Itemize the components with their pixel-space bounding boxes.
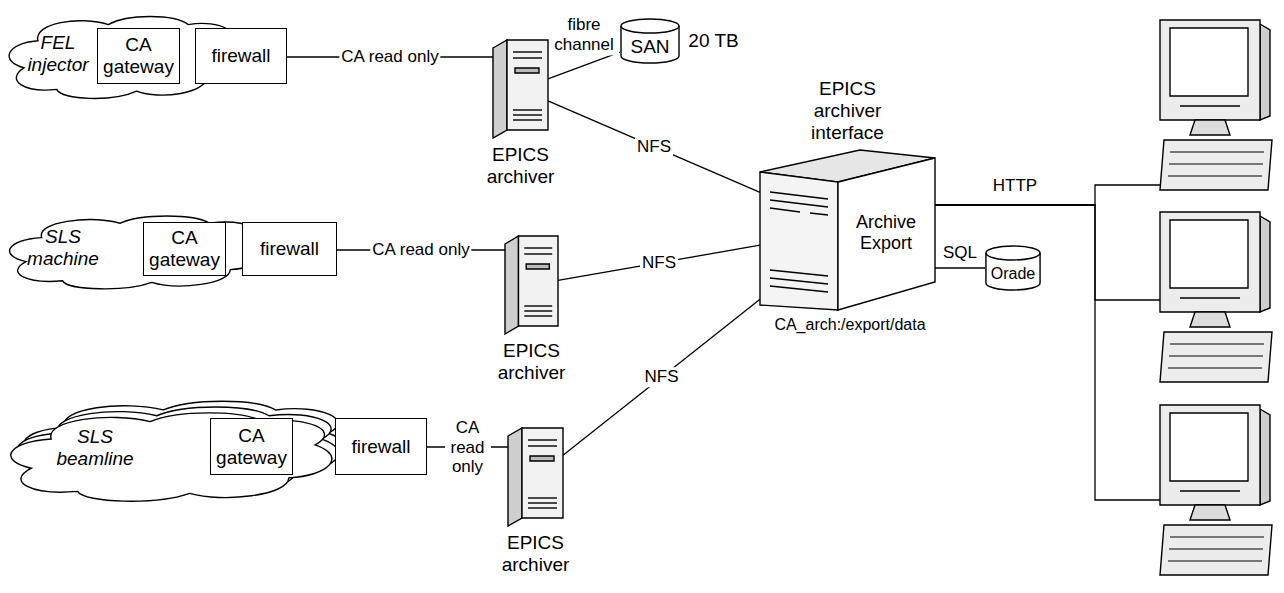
node-label: CA_arch:/export/data xyxy=(755,316,945,334)
connector-line xyxy=(563,299,760,455)
node-label: firewall xyxy=(340,436,422,458)
network-cloud: SLS beamline CA gateway xyxy=(5,408,335,505)
firewall-box: firewall xyxy=(242,222,337,276)
node-label: EPICS archiver interface xyxy=(785,78,910,144)
workstation-icon xyxy=(1160,212,1272,387)
node-label: Orade xyxy=(991,265,1035,283)
gateway-box: CA gateway xyxy=(210,418,293,475)
node-label: SLS machine xyxy=(23,226,103,270)
edge-label: NFS xyxy=(640,253,678,273)
node-label: CA gateway xyxy=(215,425,288,469)
edge-label: NFS xyxy=(635,137,673,157)
network-cloud: SLS machine CA gateway xyxy=(5,212,267,292)
workstation-icon-shape xyxy=(1160,212,1272,387)
connector-line xyxy=(548,101,760,192)
edge-label: NFS xyxy=(643,367,681,387)
connector-line xyxy=(935,205,1160,500)
node-label: Archive Export xyxy=(844,212,928,253)
workstation-icon xyxy=(1160,20,1272,195)
database-cylinder: Orade xyxy=(985,245,1041,291)
archiver-server: EPICS archiver xyxy=(505,236,558,334)
node-label: EPICS archiver xyxy=(479,340,584,384)
firewall-box: firewall xyxy=(335,418,427,475)
edge-label: CA read only xyxy=(370,240,471,260)
node-label: EPICS archiver xyxy=(483,532,588,576)
node-label: CA gateway xyxy=(148,227,221,271)
edge-label: SQL xyxy=(941,243,979,263)
node-label: firewall xyxy=(200,45,282,67)
node-label: EPICS archiver xyxy=(468,144,573,188)
node-label: SAN xyxy=(630,36,669,58)
connector-line xyxy=(548,52,620,79)
workstation-icon-shape xyxy=(1160,405,1272,580)
connector-line xyxy=(558,245,760,280)
edge-label: fibre channel xyxy=(549,16,619,55)
node-label: FEL injector xyxy=(23,32,93,76)
interface-server: EPICS archiver interfaceArchive ExportCA… xyxy=(760,150,935,310)
archiver-server-shape xyxy=(493,40,548,138)
gateway-box: CA gateway xyxy=(143,222,226,276)
node-label: 20 TB xyxy=(686,30,741,52)
edge-label: HTTP xyxy=(991,176,1039,196)
node-label: CA gateway xyxy=(102,34,175,78)
node-label: firewall xyxy=(247,238,332,260)
connector-line xyxy=(935,205,1160,300)
connector-line xyxy=(935,267,985,268)
archiver-server: EPICS archiver xyxy=(493,40,548,138)
workstation-icon-shape xyxy=(1160,20,1272,195)
edge-label: CA read only xyxy=(339,47,440,67)
connector-line xyxy=(935,185,1160,205)
archiver-server-shape xyxy=(508,428,563,526)
gateway-box: CA gateway xyxy=(97,28,180,84)
archiver-server-shape xyxy=(505,236,558,334)
archiver-server: EPICS archiver xyxy=(508,428,563,526)
node-label: SLS beamline xyxy=(50,426,140,470)
firewall-box: firewall xyxy=(195,28,287,84)
workstation-icon xyxy=(1160,405,1272,580)
storage-cylinder: SAN20 TB xyxy=(620,18,680,64)
edge-label: CA read only xyxy=(445,418,491,477)
